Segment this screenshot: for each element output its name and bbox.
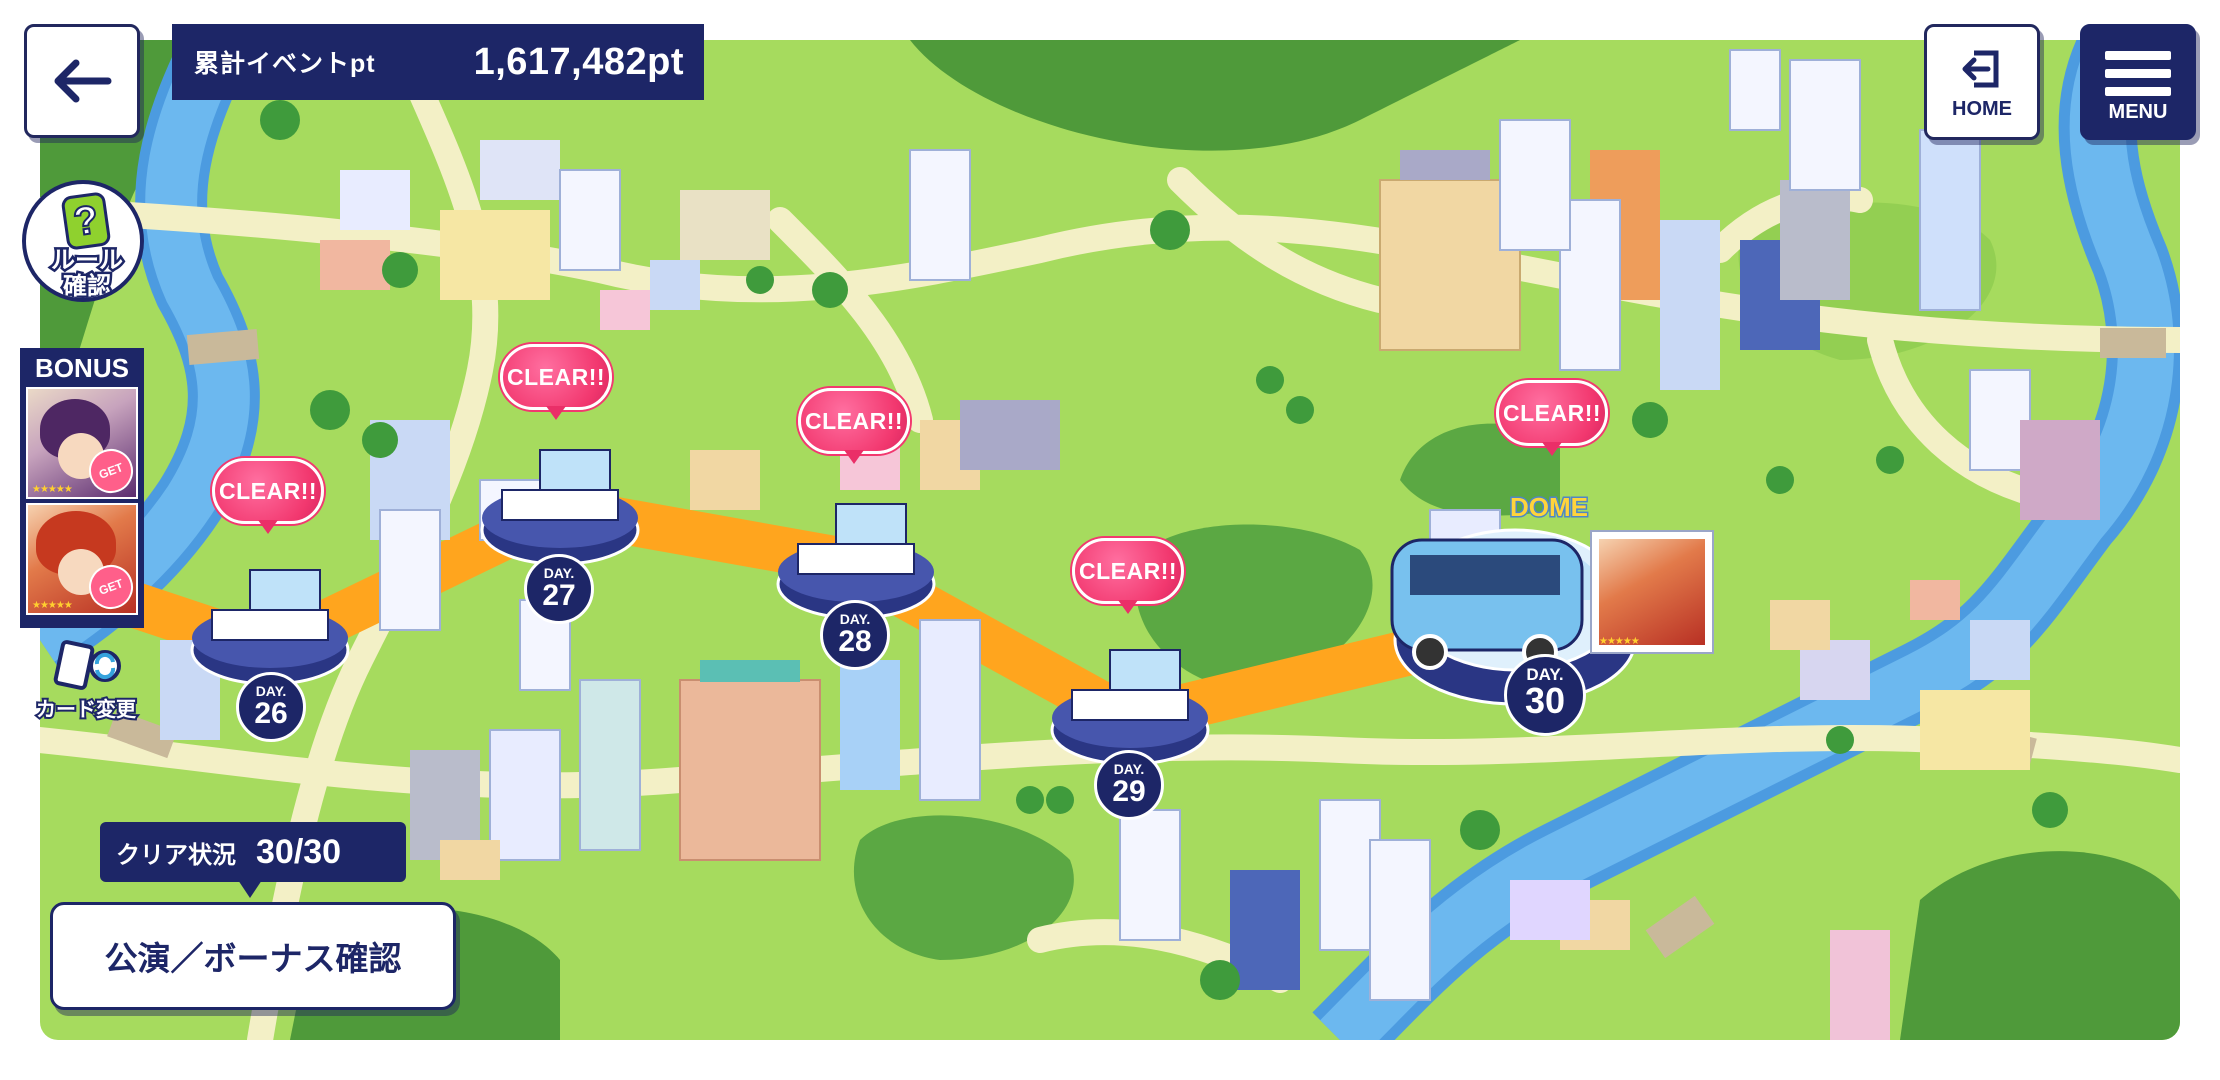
performance-bonus-button[interactable]: 公演／ボーナス確認	[50, 902, 456, 1010]
performance-bonus-label: 公演／ボーナス確認	[104, 940, 402, 977]
stage-day-29[interactable]: DAY. 29	[1094, 750, 1164, 820]
rules-button[interactable]: ? ルール 確認	[22, 180, 144, 306]
card-art	[1599, 539, 1705, 645]
card-change-label: カード変更	[34, 697, 138, 723]
back-button[interactable]	[24, 24, 140, 138]
current-position-card[interactable]: ★★★★★	[1592, 532, 1712, 652]
stage-day-30[interactable]: DAY. 30	[1504, 654, 1586, 736]
rules-circle: ? ルール 確認	[22, 180, 144, 302]
bonus-card-2[interactable]: ★★★★★ GET	[26, 503, 138, 615]
clear-bubble-day26: CLEAR!!	[212, 458, 324, 534]
event-points-value: 1,617,482pt	[473, 40, 684, 83]
clear-bubble-day29: CLEAR!!	[1072, 538, 1184, 614]
clear-status-badge: クリア状況 30/30	[100, 822, 406, 898]
menu-label: MENU	[2108, 101, 2168, 123]
card-change-button[interactable]: カード変更	[26, 640, 146, 723]
card-stars: ★★★★★	[1599, 636, 1640, 647]
event-map: DOME	[40, 40, 2180, 1040]
card-stars: ★★★★★	[32, 600, 73, 611]
home-button[interactable]: HOME	[1924, 24, 2040, 140]
clear-bubble-day28: CLEAR!!	[798, 388, 910, 464]
rules-label: ルール 確認	[49, 245, 126, 300]
card-stars: ★★★★★	[32, 484, 73, 495]
bonus-title: BONUS	[35, 353, 129, 383]
bonus-card-1[interactable]: ★★★★★ GET	[26, 387, 138, 499]
clear-bubble-day30: CLEAR!!	[1496, 380, 1608, 456]
question-mark-icon: ?	[60, 191, 112, 251]
stage-day-26[interactable]: DAY. 26	[236, 672, 306, 742]
clear-status-label: クリア状況	[116, 841, 236, 869]
hamburger-icon	[2105, 51, 2171, 96]
exit-icon	[1962, 50, 1999, 88]
arrow-left-icon	[54, 59, 112, 103]
stage-platforms	[190, 449, 1637, 766]
clear-bubble-day27: CLEAR!!	[500, 344, 612, 420]
clear-status-value: 30/30	[256, 832, 342, 871]
card-swap-icon	[53, 640, 121, 690]
stage-day-27[interactable]: DAY. 27	[524, 554, 594, 624]
dome-label: DOME	[1509, 491, 1590, 524]
event-points-label: 累計イベントpt	[194, 50, 376, 78]
stage-day-28[interactable]: DAY. 28	[820, 600, 890, 670]
event-points-panel: 累計イベントpt 1,617,482pt	[172, 24, 704, 100]
home-label: HOME	[1952, 98, 2012, 120]
map-terrain	[40, 40, 2180, 1040]
menu-button[interactable]: MENU	[2080, 24, 2196, 140]
bonus-panel: BONUS ★★★★★ GET ★★★★★ GET	[20, 348, 144, 628]
